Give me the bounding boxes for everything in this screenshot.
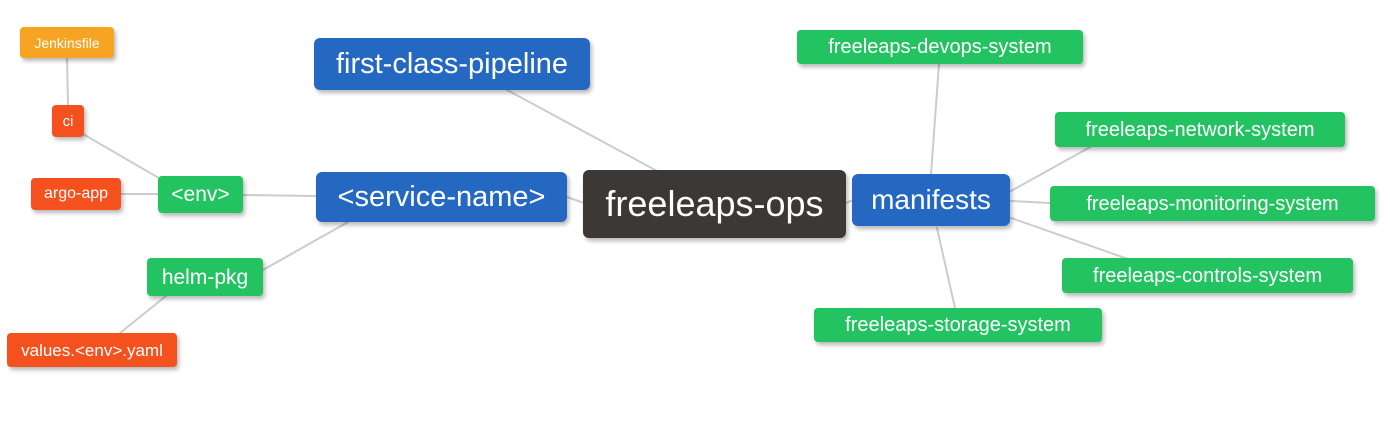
- edge-jenkinsfile-ci: [66, 57, 69, 106]
- node-first-class-pipeline[interactable]: first-class-pipeline: [314, 38, 590, 90]
- edge-values-helm-pkg: [119, 295, 167, 334]
- edge-service-name-root: [566, 196, 585, 204]
- edge-env-service-name: [242, 194, 317, 197]
- node-freeleaps-ops-root[interactable]: freeleaps-ops: [583, 170, 846, 238]
- edge-manifests-storage: [936, 227, 956, 309]
- node-values-env-yaml[interactable]: values.<env>.yaml: [7, 333, 177, 367]
- node-freeleaps-network-system[interactable]: freeleaps-network-system: [1055, 112, 1345, 147]
- edge-manifests-monitoring: [1010, 200, 1051, 204]
- node-freeleaps-devops-system[interactable]: freeleaps-devops-system: [797, 30, 1083, 64]
- node-freeleaps-monitoring-system[interactable]: freeleaps-monitoring-system: [1050, 186, 1375, 221]
- node-argo-app[interactable]: argo-app: [31, 178, 121, 210]
- node-service-name[interactable]: <service-name>: [316, 172, 567, 222]
- edge-ci-env: [82, 133, 165, 182]
- node-freeleaps-storage-system[interactable]: freeleaps-storage-system: [814, 308, 1102, 342]
- edge-manifests-devops: [930, 63, 940, 175]
- edge-helm-pkg-service-name: [262, 221, 349, 271]
- edge-manifests-controls: [1010, 217, 1129, 260]
- node-env[interactable]: <env>: [158, 176, 243, 213]
- node-freeleaps-controls-system[interactable]: freeleaps-controls-system: [1062, 258, 1353, 293]
- node-helm-pkg[interactable]: helm-pkg: [147, 258, 263, 296]
- edge-pipeline-root: [506, 89, 658, 172]
- node-jenkinsfile[interactable]: Jenkinsfile: [20, 27, 114, 58]
- node-manifests[interactable]: manifests: [852, 174, 1010, 226]
- edge-manifests-network: [1010, 145, 1093, 192]
- node-ci[interactable]: ci: [52, 105, 84, 137]
- edge-root-manifests: [845, 199, 854, 204]
